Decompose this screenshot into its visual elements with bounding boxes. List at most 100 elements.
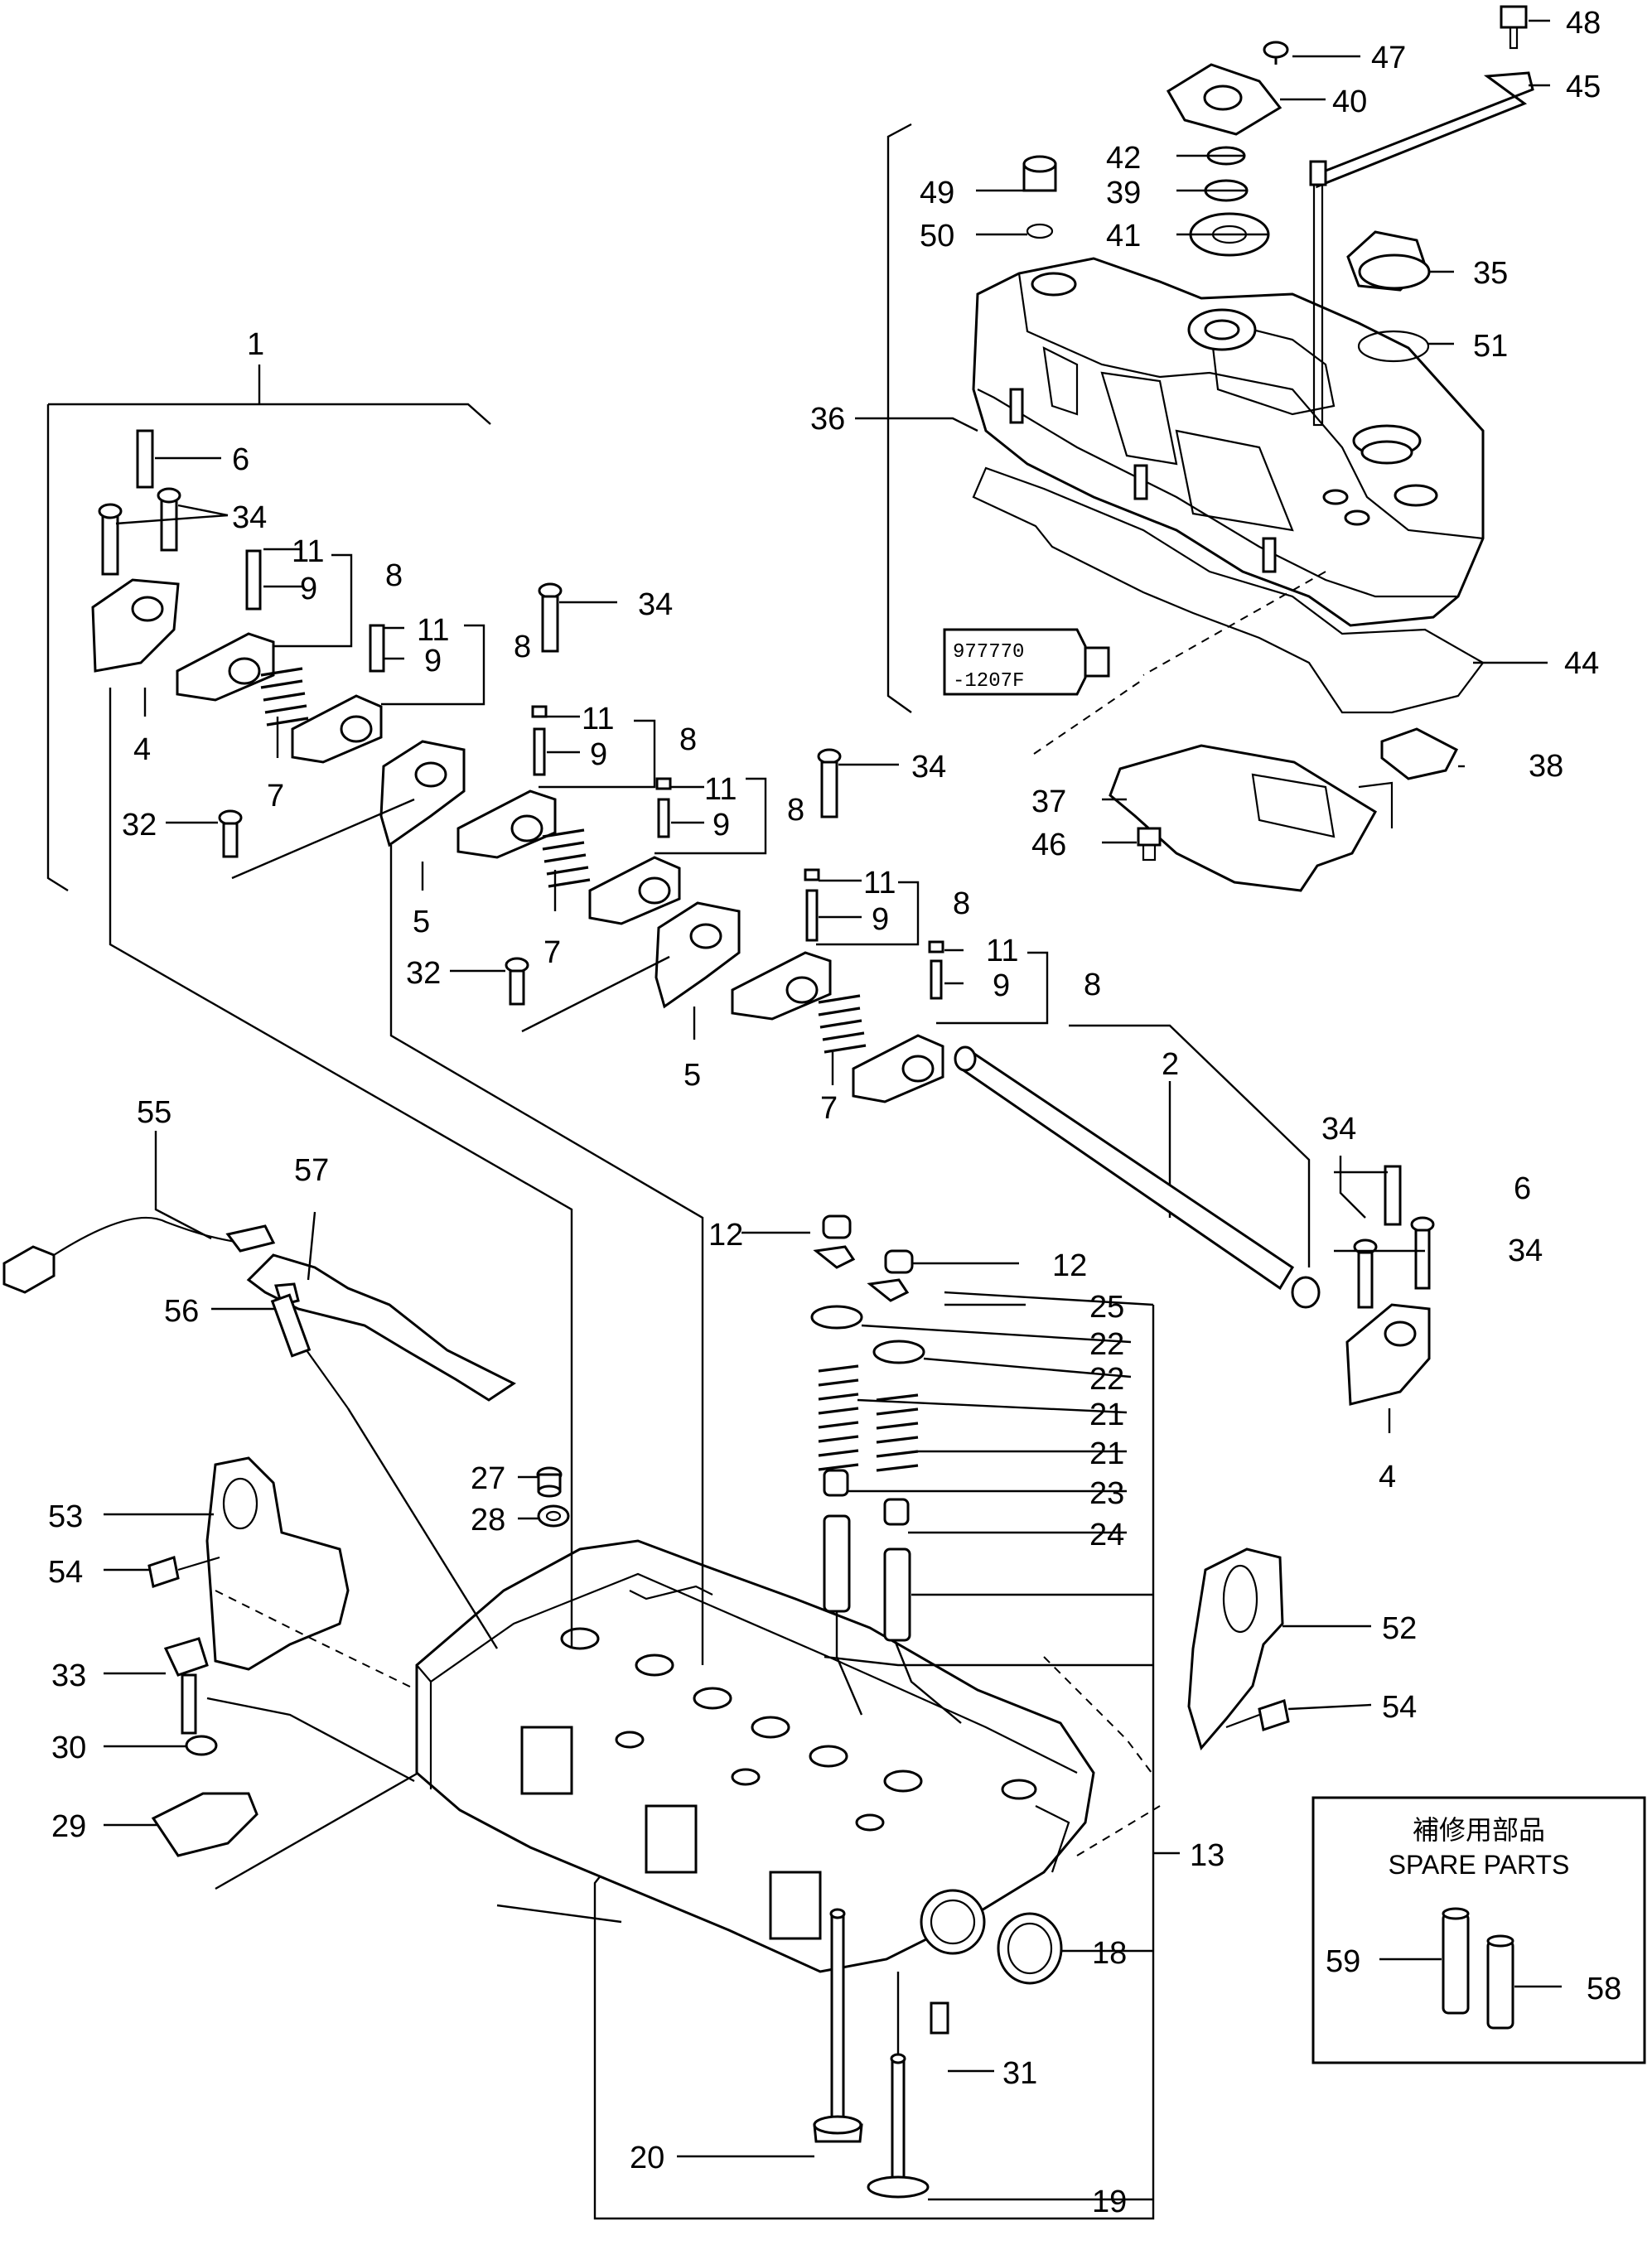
spare-parts-title-ja: 補修用部品 xyxy=(1413,1815,1545,1845)
valve-cover-gasket xyxy=(972,466,1485,714)
callout-9: 9 xyxy=(993,968,1010,1003)
callout-7: 7 xyxy=(267,779,284,814)
callout-32: 32 xyxy=(122,808,157,842)
callout-5: 5 xyxy=(413,905,430,939)
callout-11: 11 xyxy=(417,613,449,648)
callout-54: 54 xyxy=(48,1555,83,1590)
callout-50: 50 xyxy=(920,219,954,253)
callout-4: 4 xyxy=(1379,1460,1396,1494)
callout-38: 38 xyxy=(1529,749,1563,784)
callout-21: 21 xyxy=(1089,1398,1124,1432)
callout-6: 6 xyxy=(232,442,249,477)
callout-37: 37 xyxy=(1031,785,1066,819)
callout-18: 18 xyxy=(1092,1936,1127,1971)
callout-41: 41 xyxy=(1106,219,1141,253)
callout-47: 47 xyxy=(1371,41,1406,75)
callout-34: 34 xyxy=(232,500,267,535)
callout-30: 30 xyxy=(51,1731,86,1765)
callout-8: 8 xyxy=(1084,968,1101,1002)
callout-55: 55 xyxy=(137,1095,171,1130)
callout-57: 57 xyxy=(294,1153,329,1188)
callout-54: 54 xyxy=(1382,1690,1417,1725)
hidden-lines xyxy=(215,571,1326,1856)
callout-numbers: 1 2 4 4 5 5 6 6 7 7 7 8 8 8 8 8 8 9 9 9 … xyxy=(48,6,1621,2219)
callout-12: 12 xyxy=(1052,1248,1087,1283)
glow-plug-and-harness xyxy=(2,1216,516,1409)
callout-53: 53 xyxy=(48,1499,83,1534)
callout-7: 7 xyxy=(543,935,561,970)
explode-lines xyxy=(109,688,1153,2054)
callout-58: 58 xyxy=(1587,1972,1621,2006)
callout-11: 11 xyxy=(863,866,896,900)
plug-seal xyxy=(997,1912,1063,1985)
callout-5: 5 xyxy=(684,1058,701,1093)
callout-24: 24 xyxy=(1089,1518,1124,1552)
callout-11: 11 xyxy=(704,772,737,807)
valves xyxy=(813,1908,949,2199)
callout-59: 59 xyxy=(1326,1944,1360,1979)
callout-25: 25 xyxy=(1089,1290,1124,1325)
callout-28: 28 xyxy=(471,1503,505,1538)
callout-9: 9 xyxy=(872,902,889,937)
callout-49: 49 xyxy=(920,176,954,210)
baffle-plate xyxy=(1109,744,1394,892)
callout-2: 2 xyxy=(1162,1047,1179,1082)
cylinder-head xyxy=(415,1539,1095,1973)
callout-8: 8 xyxy=(953,886,970,921)
callout-44: 44 xyxy=(1564,646,1599,681)
callout-27: 27 xyxy=(471,1461,505,1496)
callout-34: 34 xyxy=(638,587,673,622)
callout-35: 35 xyxy=(1473,256,1508,291)
rocker-shaft xyxy=(954,1045,1321,1309)
callout-45: 45 xyxy=(1566,70,1601,104)
callout-9: 9 xyxy=(300,572,317,606)
group-brackets xyxy=(46,123,1311,2220)
callout-42: 42 xyxy=(1106,141,1141,176)
head-small-parts xyxy=(536,1466,570,1528)
callout-34: 34 xyxy=(1508,1234,1543,1268)
callout-22: 22 xyxy=(1089,1327,1124,1362)
callout-56: 56 xyxy=(164,1294,199,1329)
callout-51: 51 xyxy=(1473,329,1508,364)
callout-8: 8 xyxy=(514,630,531,664)
callout-40: 40 xyxy=(1332,84,1367,119)
callout-leaders xyxy=(104,19,1550,2201)
callout-8: 8 xyxy=(385,558,403,593)
callout-52: 52 xyxy=(1382,1611,1417,1646)
callout-21: 21 xyxy=(1089,1436,1124,1471)
callout-7: 7 xyxy=(820,1091,838,1126)
callout-8: 8 xyxy=(787,793,804,828)
callout-34: 34 xyxy=(911,750,946,785)
rubber-pad xyxy=(1380,727,1459,780)
sealant-tube-code-2: -1207F xyxy=(953,670,1024,693)
callout-1: 1 xyxy=(247,327,264,362)
callout-32: 32 xyxy=(406,956,441,991)
head-bolts xyxy=(147,1556,1290,1857)
valve-train xyxy=(810,1214,925,1642)
callout-22: 22 xyxy=(1089,1362,1124,1397)
valve-cover xyxy=(972,257,1485,627)
sealant-tube-code-1: 977770 xyxy=(953,641,1024,664)
spare-parts-title-en: SPARE PARTS xyxy=(1389,1850,1570,1880)
callout-31: 31 xyxy=(1002,2056,1037,2091)
lifting-eyes xyxy=(205,1456,1284,1751)
breather-plug xyxy=(1022,155,1057,239)
callout-19: 19 xyxy=(1092,2185,1127,2219)
callout-4: 4 xyxy=(133,732,151,767)
rocker-arm-assembly xyxy=(91,429,944,1103)
callout-11: 11 xyxy=(292,534,324,569)
callout-13: 13 xyxy=(1190,1838,1225,1873)
callout-12: 12 xyxy=(708,1218,743,1253)
callout-11: 11 xyxy=(986,934,1018,968)
sealant-tube: 977770 -1207F xyxy=(943,628,1110,696)
callout-46: 46 xyxy=(1031,828,1066,862)
callout-6: 6 xyxy=(1514,1171,1531,1206)
callout-9: 9 xyxy=(712,808,730,842)
oil-filler-cap xyxy=(1346,230,1431,363)
callout-34: 34 xyxy=(1321,1112,1356,1147)
bolt-46 xyxy=(1137,827,1162,862)
callout-20: 20 xyxy=(630,2141,664,2175)
callout-8: 8 xyxy=(679,722,697,757)
callout-11: 11 xyxy=(582,702,614,736)
